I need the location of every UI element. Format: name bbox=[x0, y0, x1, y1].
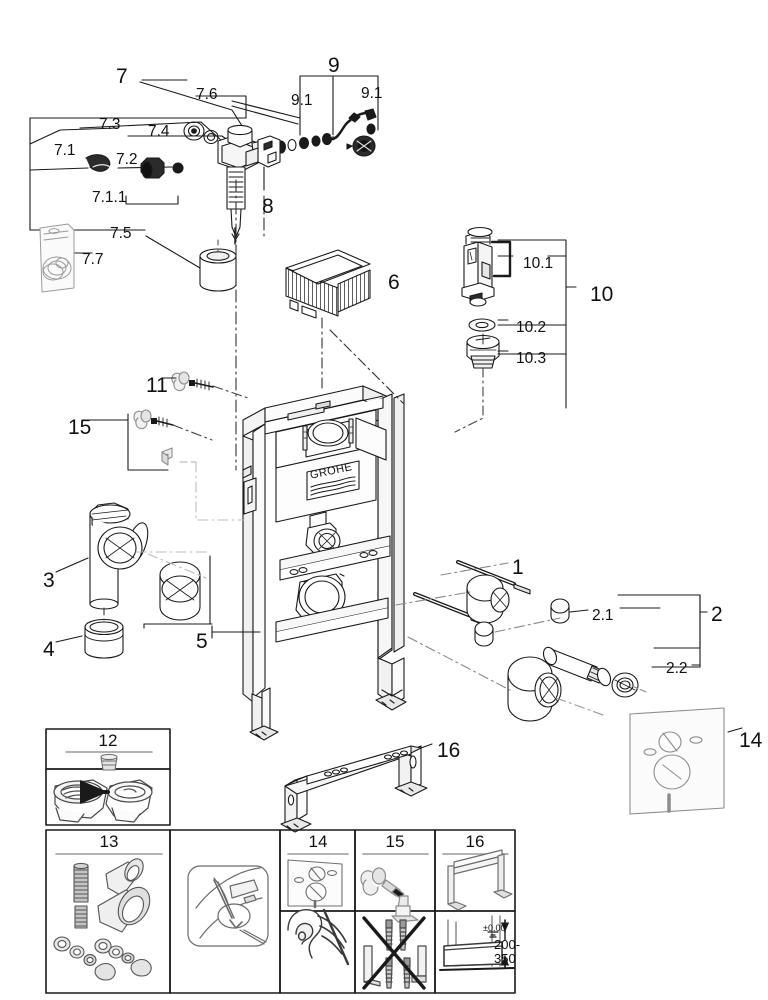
panel-number-12: 12 bbox=[98, 731, 118, 750]
panel-number-16: 16 bbox=[465, 832, 485, 851]
callout-11: 11 bbox=[146, 374, 168, 397]
dimension-datum: ±0.00 bbox=[483, 923, 506, 933]
dimension-range-top: 200- bbox=[494, 937, 521, 952]
callout-2-2: 2.2 bbox=[666, 660, 688, 677]
callout-10-3: 10.3 bbox=[516, 350, 547, 367]
callout-6: 6 bbox=[388, 271, 400, 294]
callout-14: 14 bbox=[739, 729, 763, 752]
callout-5: 5 bbox=[196, 630, 208, 653]
callout-9-1-left: 9.1 bbox=[291, 92, 313, 109]
callout-7-1-1: 7.1.1 bbox=[92, 189, 127, 206]
callout-8: 8 bbox=[262, 195, 274, 218]
callout-7-4: 7.4 bbox=[148, 123, 170, 140]
callout-10-1: 10.1 bbox=[523, 255, 554, 272]
callout-9: 9 bbox=[328, 54, 340, 77]
callout-7-6: 7.6 bbox=[196, 86, 218, 103]
callout-7: 7 bbox=[116, 65, 128, 88]
callout-3: 3 bbox=[43, 569, 55, 592]
callout-7-5: 7.5 bbox=[110, 225, 132, 242]
callout-9-1-right: 9.1 bbox=[361, 85, 383, 102]
panel-number-15: 15 bbox=[385, 832, 405, 851]
callout-16: 16 bbox=[437, 739, 461, 762]
callout-7-3: 7.3 bbox=[99, 116, 121, 133]
callout-7-2: 7.2 bbox=[116, 151, 138, 168]
callout-7-7: 7.7 bbox=[82, 251, 104, 268]
callout-15: 15 bbox=[68, 416, 92, 439]
callout-2: 2 bbox=[711, 603, 723, 626]
callout-7-1: 7.1 bbox=[54, 142, 76, 159]
callout-4: 4 bbox=[43, 638, 55, 661]
callout-10: 10 bbox=[590, 283, 614, 306]
callout-1: 1 bbox=[512, 556, 524, 579]
callout-10-2: 10.2 bbox=[516, 319, 547, 336]
panel-number-13: 13 bbox=[99, 832, 119, 851]
dimension-range-bot: 350 bbox=[494, 951, 516, 966]
callout-2-1: 2.1 bbox=[592, 607, 614, 624]
panel-number-14: 14 bbox=[308, 832, 328, 851]
